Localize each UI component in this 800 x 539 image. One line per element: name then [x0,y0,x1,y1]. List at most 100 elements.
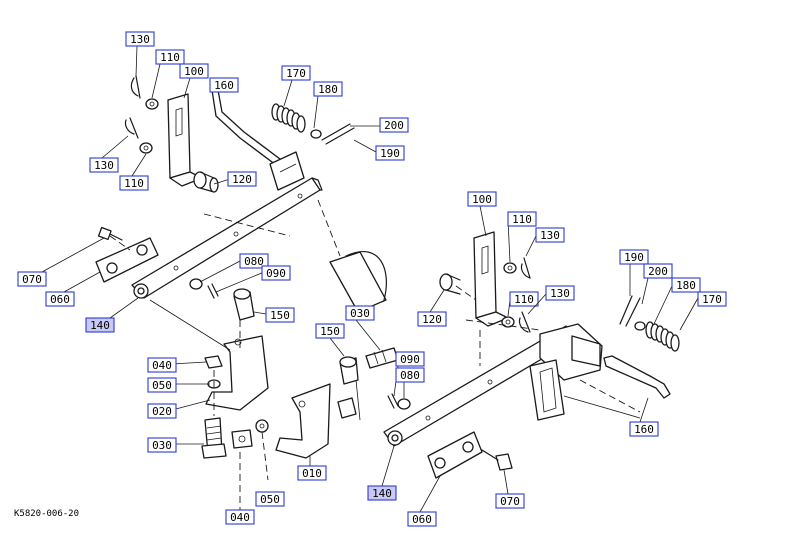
part-number-150: 150 [320,325,340,338]
bracket-lower-center [275,383,331,459]
label-leader-line [507,219,511,263]
part-number-box [209,77,239,93]
part-number-box [507,211,537,227]
part-number-box [125,31,155,47]
part-number-box [265,307,295,323]
part-number-060: 060 [50,293,70,306]
part-number-box [147,437,177,453]
part-number-110: 110 [160,51,180,64]
label-leader-line [639,397,649,423]
part-number-140: 140 [90,319,110,332]
part-number-box [85,317,115,333]
part-number-010: 010 [302,467,322,480]
part-number-070: 070 [22,273,42,286]
part-number-box [395,351,425,367]
part-number-040: 040 [152,359,172,372]
label-leader-line [41,237,105,273]
label-leader-line [109,297,139,319]
label-leader-line [355,319,381,351]
part-number-box [281,65,311,81]
part-number-box [407,511,437,527]
part-number-110: 110 [514,293,534,306]
part-number-120: 120 [232,173,252,186]
label-leader-line [641,277,649,305]
label-leader-line [479,205,487,237]
part-number-box [155,49,185,65]
bracket-upper-left [167,93,191,179]
label-leader-line [527,293,547,315]
part-number-170: 170 [286,67,306,80]
part-number-box [509,291,539,307]
part-number-090: 090 [266,267,286,280]
label-leader-line [353,139,377,153]
part-number-190: 190 [624,251,644,264]
label-leader-line [215,271,265,293]
part-number-200: 200 [384,119,404,132]
part-number-box [367,485,397,501]
label-leader-line [101,135,129,159]
part-number-150: 150 [270,309,290,322]
part-number-box [619,249,649,265]
label-leader-line [429,289,445,313]
part-number-100: 100 [184,65,204,78]
label-leader-line [313,95,319,129]
bracket-upper-right [473,231,497,319]
bracket-lower-left [205,335,269,411]
part-label-group: 130 110 100 160 170 180 200 190 130 110 120 070 060 1… [17,31,727,527]
part-number-130: 130 [130,33,150,46]
part-number-box [535,227,565,243]
part-number-030: 030 [152,439,172,452]
part-number-180: 180 [318,83,338,96]
part-number-080: 080 [244,255,264,268]
part-number-box [417,311,447,327]
part-number-box [179,63,209,79]
drawing-code: K5820-006-20 [14,509,79,519]
part-number-120: 120 [422,313,442,326]
part-number-070: 070 [500,495,520,508]
part-number-110: 110 [512,213,532,226]
part-number-box [17,271,47,287]
part-number-box [297,465,327,481]
part-number-box [643,263,673,279]
label-leader-line [63,271,101,293]
part-number-160: 160 [214,79,234,92]
spring-upper [271,103,306,133]
part-number-140: 140 [372,487,392,500]
part-number-box [495,493,525,509]
label-leader-line [183,77,191,99]
part-number-box [697,291,727,307]
part-number-020: 020 [152,405,172,418]
label-leader-line [503,469,509,495]
label-leader-line [151,63,161,99]
part-number-box [45,291,75,307]
part-number-box [225,509,255,525]
part-number-box [239,253,269,269]
lever-bar-left [131,177,321,299]
part-number-box [227,171,257,187]
rod-lower [603,355,671,399]
part-number-box [315,323,345,339]
part-number-box [629,421,659,437]
label-leader-line [381,445,395,487]
part-number-080: 080 [400,369,420,382]
upper-left-assembly [95,75,399,520]
part-number-box [467,191,497,207]
label-leader-line [131,153,147,177]
part-number-100: 100 [472,193,492,206]
label-leader-line [171,361,207,365]
part-number-160: 160 [634,423,654,436]
part-number-box [313,81,343,97]
part-number-box [345,305,375,321]
part-number-200: 200 [648,265,668,278]
label-leader-line [199,259,243,283]
part-number-130: 130 [550,287,570,300]
part-number-050: 050 [152,379,172,392]
part-number-box [261,265,291,281]
part-number-110: 110 [124,177,144,190]
part-number-box [375,145,405,161]
label-leader-line [253,311,267,315]
label-leader-line [679,297,699,331]
link-plate-center [329,251,387,313]
